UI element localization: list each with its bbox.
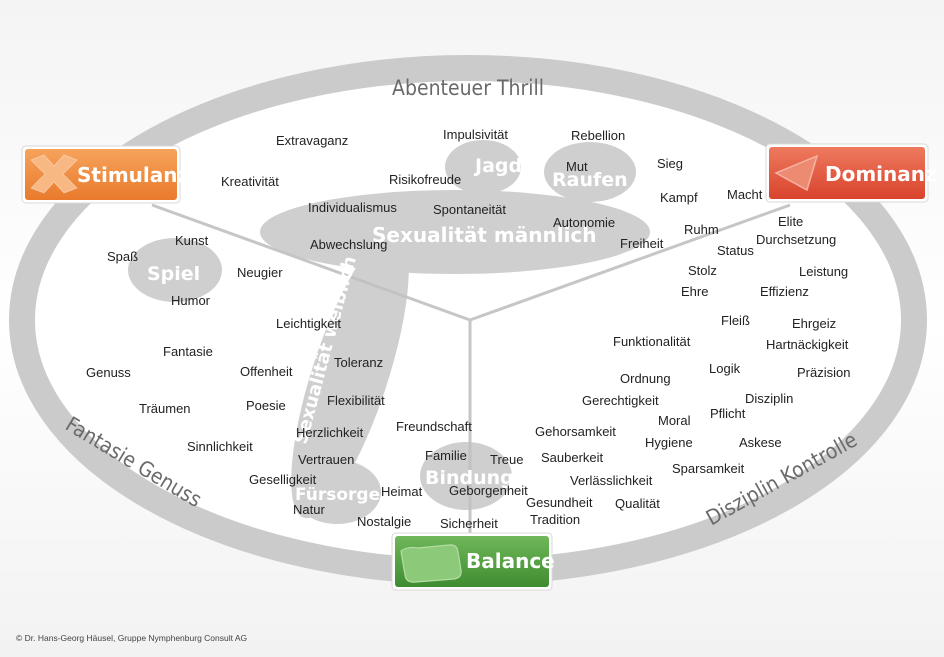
ring-label-top-text: Abenteuer Thrill xyxy=(392,76,544,100)
word-tradition: Tradition xyxy=(530,512,580,527)
word-offenheit: Offenheit xyxy=(240,364,293,379)
stimulanz-label: Stimulanz xyxy=(77,163,189,187)
word-abwechslung: Abwechslung xyxy=(310,237,387,252)
word-effizienz: Effizienz xyxy=(760,284,809,299)
x-shape-icon xyxy=(30,154,78,194)
blob-bindung xyxy=(420,442,512,510)
word-sicherheit: Sicherheit xyxy=(440,516,498,531)
word-kunst: Kunst xyxy=(175,233,209,248)
cluster-blobs xyxy=(128,140,650,524)
word-gehorsamkeit: Gehorsamkeit xyxy=(535,424,616,439)
balance-box: Balance xyxy=(391,532,555,591)
word-qualitaet: Qualität xyxy=(615,496,660,511)
word-fantasie: Fantasie xyxy=(163,344,213,359)
word-sieg: Sieg xyxy=(657,156,683,171)
pillow-icon xyxy=(400,544,462,583)
word-neugier: Neugier xyxy=(237,265,283,280)
word-ehre: Ehre xyxy=(681,284,708,299)
word-hartnaeckigkeit: Hartnäckigkeit xyxy=(766,337,849,352)
word-familie: Familie xyxy=(425,448,467,463)
word-herzlichkeit: Herzlichkeit xyxy=(296,425,364,440)
word-risikofreude: Risikofreude xyxy=(389,172,461,187)
word-humor: Humor xyxy=(171,293,211,308)
word-impulsivitaet: Impulsivität xyxy=(443,127,508,142)
word-macht: Macht xyxy=(727,187,763,202)
cluster-bindung: Bindung xyxy=(425,467,514,489)
word-leichtigkeit: Leichtigkeit xyxy=(276,316,341,331)
word-sauberkeit: Sauberkeit xyxy=(541,450,604,465)
dominanz-box: Dominanz xyxy=(765,143,937,203)
dominanz-label: Dominanz xyxy=(825,162,937,186)
word-leistung: Leistung xyxy=(799,264,848,279)
blob-raufen xyxy=(544,142,636,202)
word-flexibilitaet: Flexibilität xyxy=(327,393,385,408)
word-fleiss: Fleiß xyxy=(721,313,750,328)
stimulanz-box: Stimulanz xyxy=(21,145,189,204)
word-askese: Askese xyxy=(739,435,782,450)
word-logik: Logik xyxy=(709,361,741,376)
word-autonomie: Autonomie xyxy=(553,215,615,230)
word-traeumen: Träumen xyxy=(139,401,191,416)
word-ruhm: Ruhm xyxy=(684,222,719,237)
word-sparsamkeit: Sparsamkeit xyxy=(672,461,745,476)
blob-fuersorge xyxy=(293,460,381,524)
word-spass: Spaß xyxy=(107,249,138,264)
word-elite: Elite xyxy=(778,214,803,229)
copyright-notice: © Dr. Hans-Georg Häusel, Gruppe Nymphenb… xyxy=(16,633,248,643)
divider-right xyxy=(469,203,791,322)
word-moral: Moral xyxy=(658,413,691,428)
cluster-raufen: Raufen xyxy=(552,169,628,191)
cluster-fuersorge: Fürsorge xyxy=(295,485,380,505)
word-genuss: Genuss xyxy=(86,365,131,380)
word-vertrauen: Vertrauen xyxy=(298,452,354,467)
word-status: Status xyxy=(717,243,754,258)
word-geselligkeit: Geselligkeit xyxy=(249,472,317,487)
word-gerechtigkeit: Gerechtigkeit xyxy=(582,393,659,408)
word-freiheit: Freiheit xyxy=(620,236,664,251)
word-funktionalitaet: Funktionalität xyxy=(613,334,691,349)
word-extravaganz: Extravaganz xyxy=(276,133,348,148)
cluster-jagd: Jagd xyxy=(473,155,522,177)
word-disziplin: Disziplin xyxy=(745,391,793,406)
word-rebellion: Rebellion xyxy=(571,128,625,143)
word-ehrgeiz: Ehrgeiz xyxy=(792,316,836,331)
word-stolz: Stolz xyxy=(688,263,717,278)
word-durchsetzung: Durchsetzung xyxy=(756,232,836,247)
arrow-triangle-icon xyxy=(774,154,819,192)
word-mut: Mut xyxy=(566,159,588,174)
blob-sexualitaet-weiblich xyxy=(291,231,409,519)
word-freundschaft: Freundschaft xyxy=(396,419,472,434)
word-spontaneitaet: Spontaneität xyxy=(433,202,506,217)
blob-spiel xyxy=(128,238,222,302)
word-toleranz: Toleranz xyxy=(334,355,383,370)
word-poesie: Poesie xyxy=(246,398,286,413)
value-words: Extravaganz Impulsivität Rebellion Mut S… xyxy=(86,127,850,531)
word-praezision: Präzision xyxy=(797,365,850,380)
word-treue: Treue xyxy=(490,452,523,467)
blob-sexualitaet-maennlich xyxy=(260,190,650,274)
word-gesundheit: Gesundheit xyxy=(526,495,593,510)
word-kreativitaet: Kreativität xyxy=(221,174,279,189)
cluster-sexualitaet-maennlich: Sexualität männlich xyxy=(372,223,597,247)
word-sinnlichkeit: Sinnlichkeit xyxy=(187,439,253,454)
balance-label: Balance xyxy=(466,549,555,573)
word-individualismus: Individualismus xyxy=(308,200,397,215)
word-nostalgie: Nostalgie xyxy=(357,514,411,529)
word-kampf: Kampf xyxy=(660,190,698,205)
word-pflicht: Pflicht xyxy=(710,406,746,421)
blob-jagd xyxy=(445,140,521,194)
word-heimat: Heimat xyxy=(381,484,423,499)
cluster-spiel: Spiel xyxy=(147,263,200,285)
word-verlaesslichkeit: Verlässlichkeit xyxy=(570,473,653,488)
word-hygiene: Hygiene xyxy=(645,435,693,450)
word-ordnung: Ordnung xyxy=(620,371,671,386)
word-natur: Natur xyxy=(293,502,325,517)
word-geborgenheit: Geborgenheit xyxy=(449,483,528,498)
divider-left xyxy=(151,203,471,322)
ring-label-top: Abenteuer Thrill xyxy=(392,76,544,100)
